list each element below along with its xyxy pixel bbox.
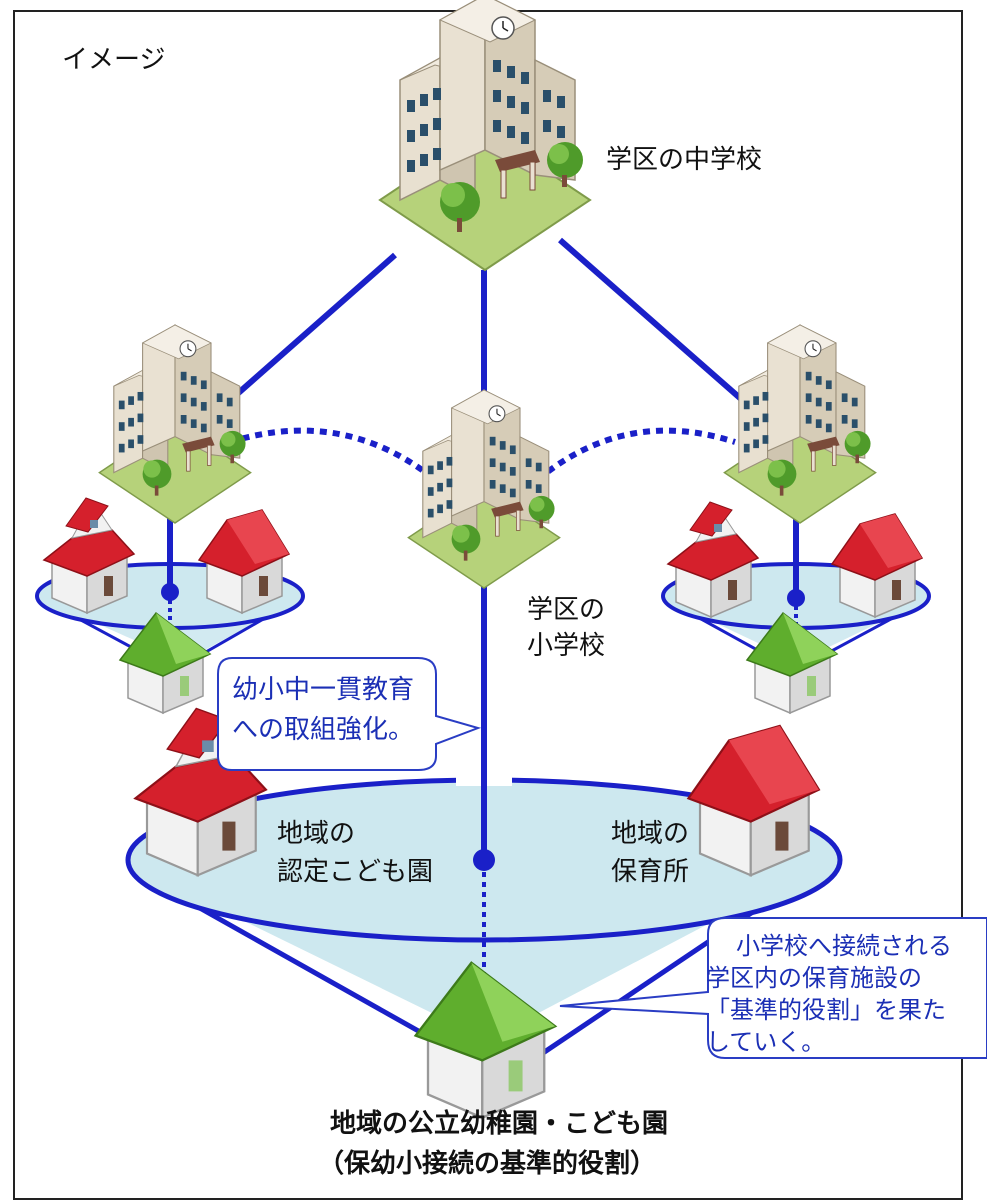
school-building-icon bbox=[723, 324, 877, 524]
line-ms-to-left-es bbox=[208, 252, 397, 421]
public-kindergarten-label-line2: （保幼小接続の基準的役割） bbox=[318, 1149, 657, 1179]
callout-right-line1: 小学校へ接続される bbox=[736, 932, 952, 960]
nintei-label-line2: 認定こども園 bbox=[277, 857, 434, 887]
callout-right-line2: 学区内の保育施設の bbox=[706, 964, 922, 992]
house-red-roof-icon bbox=[687, 724, 820, 877]
middle-school-label: 学区の中学校 bbox=[606, 145, 763, 175]
dotted-arc-left bbox=[229, 427, 447, 491]
callout-left-line1: 幼小中一貫教育 bbox=[232, 675, 415, 705]
school-building-icon bbox=[379, 0, 591, 271]
hoikusho-label-line2: 保育所 bbox=[611, 857, 690, 887]
line-ms-to-right-es bbox=[558, 237, 767, 423]
cluster-right bbox=[661, 501, 931, 714]
school-building-icon bbox=[98, 324, 252, 524]
house-red-roof-icon bbox=[43, 497, 135, 614]
cluster-left bbox=[35, 497, 305, 714]
public-kindergarten-label-line1: 地域の公立幼稚園・こども園 bbox=[330, 1109, 669, 1139]
dotted-arc-right bbox=[525, 427, 736, 491]
callout-left-line2: への取組強化。 bbox=[232, 715, 415, 745]
callout-right-line3: 「基準的役割」を果た bbox=[706, 996, 946, 1024]
image-tag-label: イメージ bbox=[62, 45, 166, 75]
cluster-main bbox=[125, 560, 843, 1063]
elementary-label-line1: 学区の bbox=[527, 595, 606, 625]
school-building-icon bbox=[407, 389, 561, 589]
house-red-roof-icon bbox=[198, 509, 290, 614]
nintei-label-line1: 地域の bbox=[277, 819, 356, 849]
callout-right bbox=[559, 917, 987, 1059]
house-red-roof-icon bbox=[831, 513, 923, 618]
hoikusho-label-line1: 地域の bbox=[611, 819, 690, 849]
callout-right-line4: していく。 bbox=[706, 1028, 826, 1056]
elementary-label-line2: 小学校 bbox=[527, 631, 606, 661]
house-red-roof-icon bbox=[667, 501, 759, 618]
callout-left bbox=[217, 657, 482, 771]
